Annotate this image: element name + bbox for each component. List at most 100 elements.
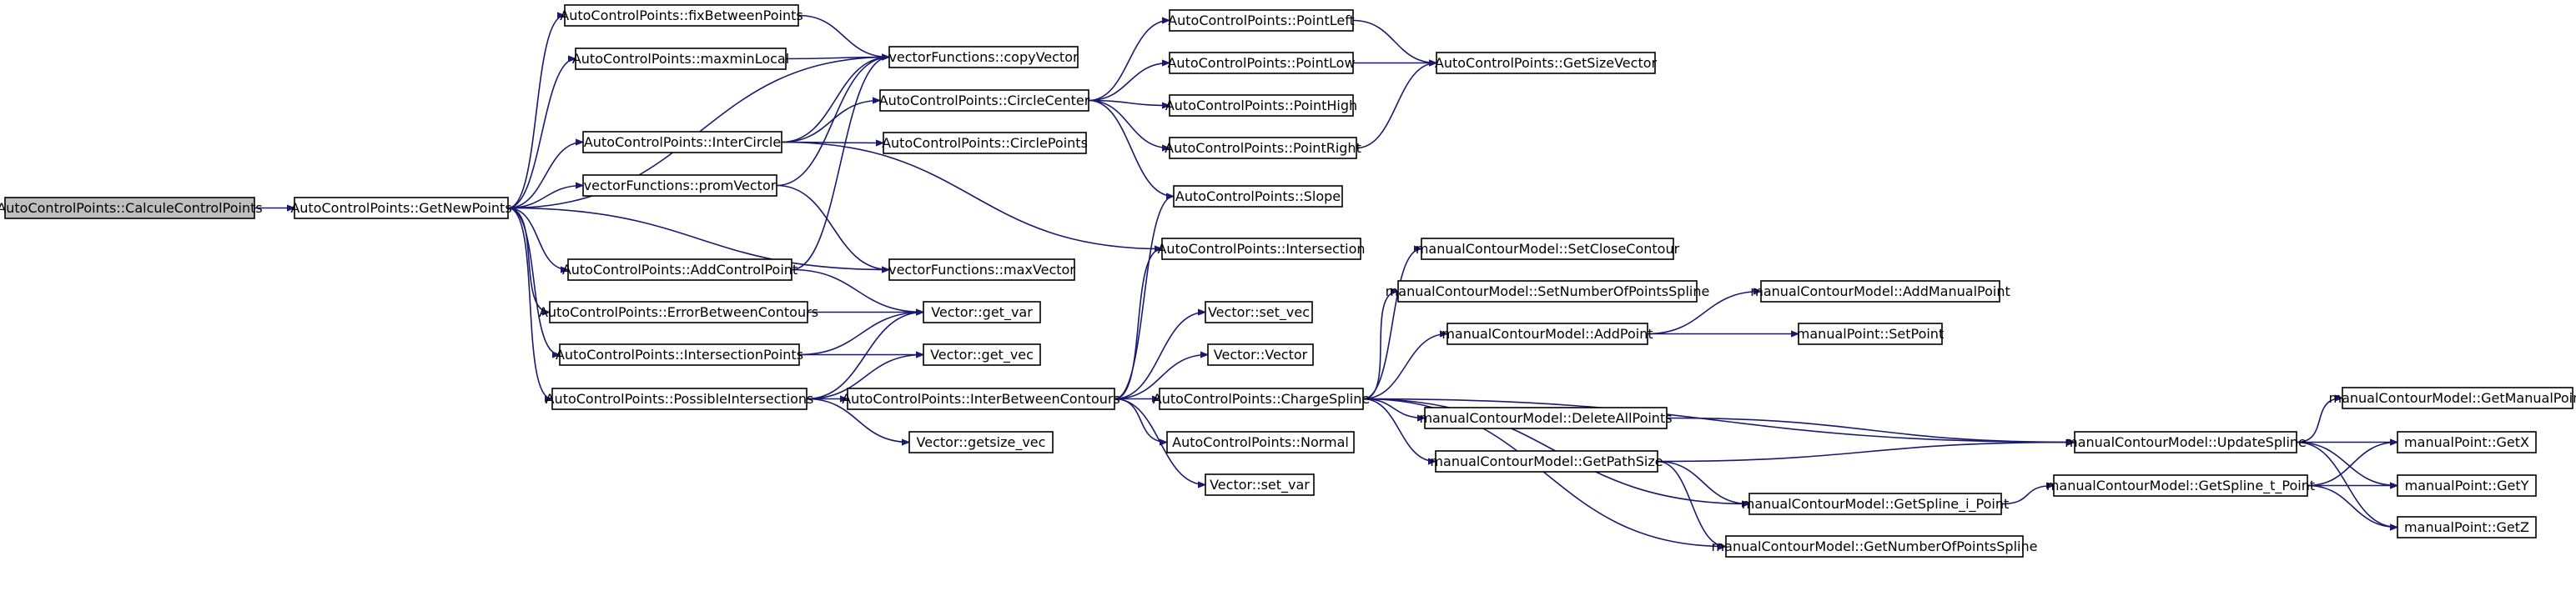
edge-circle-center-to-point-low	[1088, 63, 1170, 102]
edge-charge-spline-to-set-close-contour	[1362, 249, 1422, 400]
node-box	[559, 343, 800, 366]
edge-add-control-point-to-vector-get-var	[791, 268, 923, 313]
node-label: AutoControlPoints::Normal	[1172, 434, 1349, 450]
node-box	[1159, 388, 1364, 410]
node-box	[567, 258, 792, 281]
node-circle-center[interactable]: AutoControlPoints::CircleCenter	[879, 89, 1090, 112]
node-add-control-point[interactable]: AutoControlPoints::AddControlPoint	[562, 258, 797, 281]
node-label: manualContourModel::GetManualPoint	[2328, 390, 2576, 406]
edge-charge-spline-to-add-point	[1362, 334, 1447, 400]
edge-inter-between-contours-to-vector-set-var	[1114, 398, 1205, 485]
node-slope[interactable]: AutoControlPoints::Slope	[1173, 185, 1343, 208]
edge-add-point-to-add-manual-point	[1647, 292, 1761, 335]
edge-get-new-points-to-intersection-points	[507, 207, 561, 355]
node-label: manualPoint::GetY	[2405, 478, 2529, 493]
node-point-right[interactable]: AutoControlPoints::PointRight	[1165, 137, 1361, 159]
node-label: AutoControlPoints::IntersectionPoints	[556, 347, 803, 363]
node-get-manual-point[interactable]: manualContourModel::GetManualPoint	[2328, 387, 2576, 409]
node-label: manualContourModel::GetSpline_t_Point	[2046, 478, 2315, 494]
edge-get-new-points-to-inter-circle	[507, 143, 583, 209]
edge-get-path-size-to-get-spline-i-point	[1657, 460, 1749, 504]
node-label: manualContourModel::DeleteAllPoints	[1419, 410, 1672, 426]
node-delete-all-points[interactable]: manualContourModel::DeleteAllPoints	[1419, 407, 1673, 429]
node-box	[923, 343, 1041, 366]
node-error-between-contours[interactable]: AutoControlPoints::ErrorBetweenContours	[539, 301, 818, 323]
node-normal[interactable]: AutoControlPoints::Normal	[1166, 431, 1355, 453]
node-fix-between-points[interactable]: AutoControlPoints::fixBetweenPoints	[560, 4, 803, 27]
node-intersection[interactable]: AutoControlPoints::Intersection	[1157, 238, 1366, 260]
node-box	[1424, 407, 1668, 429]
node-box	[1173, 185, 1343, 208]
node-box	[4, 197, 255, 219]
node-label: AutoControlPoints::PointHigh	[1165, 98, 1357, 113]
edge-get-new-points-to-add-control-point	[507, 207, 568, 270]
node-label: Vector::get_var	[931, 304, 1033, 321]
node-possible-intersections[interactable]: AutoControlPoints::PossibleIntersections	[546, 388, 814, 410]
node-label: vectorFunctions::promVector	[584, 178, 777, 193]
node-get-z[interactable]: manualPoint::GetZ	[2397, 516, 2537, 538]
node-intersection-points[interactable]: AutoControlPoints::IntersectionPoints	[556, 343, 803, 366]
node-box	[582, 131, 782, 153]
node-add-manual-point[interactable]: manualContourModel::AddManualPoint	[1750, 280, 2010, 303]
node-label: manualContourModel::UpdateSpline	[2065, 434, 2307, 450]
node-point-high[interactable]: AutoControlPoints::PointHigh	[1165, 94, 1357, 117]
node-get-new-points[interactable]: AutoControlPoints::GetNewPoints	[290, 197, 512, 219]
node-box	[923, 301, 1041, 323]
node-get-size-vector[interactable]: AutoControlPoints::GetSizeVector	[1435, 52, 1658, 74]
node-vector-vector[interactable]: Vector::Vector	[1207, 343, 1314, 366]
edge-get-new-points-to-prom-vector	[507, 186, 583, 209]
node-max-vector[interactable]: vectorFunctions::maxVector	[888, 258, 1075, 281]
node-label: AutoControlPoints::ChargeSpline	[1153, 391, 1370, 407]
node-inter-between-contours[interactable]: AutoControlPoints::InterBetweenContours	[842, 388, 1120, 410]
node-label: AutoControlPoints::InterCircle	[584, 134, 781, 150]
edge-circle-center-to-point-high	[1088, 99, 1170, 106]
node-box	[1436, 52, 1656, 74]
node-vector-set-var[interactable]: Vector::set_var	[1205, 473, 1315, 496]
node-vector-get-vec[interactable]: Vector::get_vec	[923, 343, 1041, 366]
node-box	[1798, 323, 1943, 345]
node-maxmin-local[interactable]: AutoControlPoints::maxminLocal	[572, 48, 789, 70]
edge-circle-center-to-slope	[1088, 99, 1174, 197]
edge-inter-between-contours-to-slope	[1114, 197, 1175, 400]
node-label: manualContourModel::GetSpline_i_Point	[1742, 496, 2010, 513]
node-vector-getsize-vec[interactable]: Vector::getsize_vec	[908, 431, 1054, 453]
node-add-point[interactable]: manualContourModel::AddPoint	[1441, 323, 1653, 345]
node-label: manualPoint::GetZ	[2404, 519, 2529, 535]
node-update-spline[interactable]: manualContourModel::UpdateSpline	[2065, 431, 2307, 453]
node-vector-set-vec[interactable]: Vector::set_vec	[1205, 301, 1313, 323]
node-get-path-size[interactable]: manualContourModel::GetPathSize	[1430, 450, 1663, 473]
node-circle-points[interactable]: AutoControlPoints::CirclePoints	[882, 132, 1088, 154]
node-set-number-of-points-spline[interactable]: manualContourModel::SetNumberOfPointsSpl…	[1386, 280, 1710, 303]
node-inter-circle[interactable]: AutoControlPoints::InterCircle	[582, 131, 782, 153]
node-label: AutoControlPoints::GetNewPoints	[290, 200, 511, 216]
node-label: manualPoint::GetX	[2404, 434, 2529, 450]
node-label: manualContourModel::SetNumberOfPointsSpl…	[1386, 283, 1710, 299]
node-copy-vector[interactable]: vectorFunctions::copyVector	[888, 46, 1079, 68]
node-get-spline-t-point[interactable]: manualContourModel::GetSpline_t_Point	[2046, 474, 2315, 497]
edge-get-new-points-to-possible-intersections	[507, 207, 553, 399]
node-box	[2397, 474, 2537, 497]
node-box	[2342, 387, 2573, 409]
node-calcule-control-points[interactable]: AutoControlPoints::CalculeControlPoints	[0, 197, 263, 219]
node-get-spline-i-point[interactable]: manualContourModel::GetSpline_i_Point	[1742, 493, 2010, 515]
node-get-number-of-points-spline[interactable]: manualContourModel::GetNumberOfPointsSpl…	[1712, 535, 2038, 558]
node-charge-spline[interactable]: AutoControlPoints::ChargeSpline	[1153, 388, 1370, 410]
node-prom-vector[interactable]: vectorFunctions::promVector	[582, 174, 777, 197]
node-get-x[interactable]: manualPoint::GetX	[2397, 431, 2537, 453]
edge-prom-vector-to-copy-vector	[776, 58, 889, 187]
node-set-point[interactable]: manualPoint::SetPoint	[1797, 323, 1944, 345]
edge-possible-intersections-to-vector-getsize-vec	[806, 398, 909, 443]
node-point-left[interactable]: AutoControlPoints::PointLeft	[1168, 9, 1355, 32]
node-point-low[interactable]: AutoControlPoints::PointLow	[1167, 52, 1356, 74]
edge-fix-between-points-to-copy-vector	[797, 14, 889, 58]
edge-get-spline-t-point-to-get-z	[2307, 484, 2397, 528]
node-label: Vector::Vector	[1214, 347, 1308, 363]
node-box	[1748, 493, 2002, 515]
edge-get-new-points-to-max-vector	[507, 207, 889, 270]
node-set-close-contour[interactable]: manualContourModel::SetCloseContour	[1416, 238, 1680, 260]
node-vector-get-var[interactable]: Vector::get_var	[923, 301, 1041, 323]
edge-get-path-size-to-update-spline	[1657, 443, 2075, 463]
node-box	[888, 258, 1075, 281]
node-get-y[interactable]: manualPoint::GetY	[2397, 474, 2537, 497]
